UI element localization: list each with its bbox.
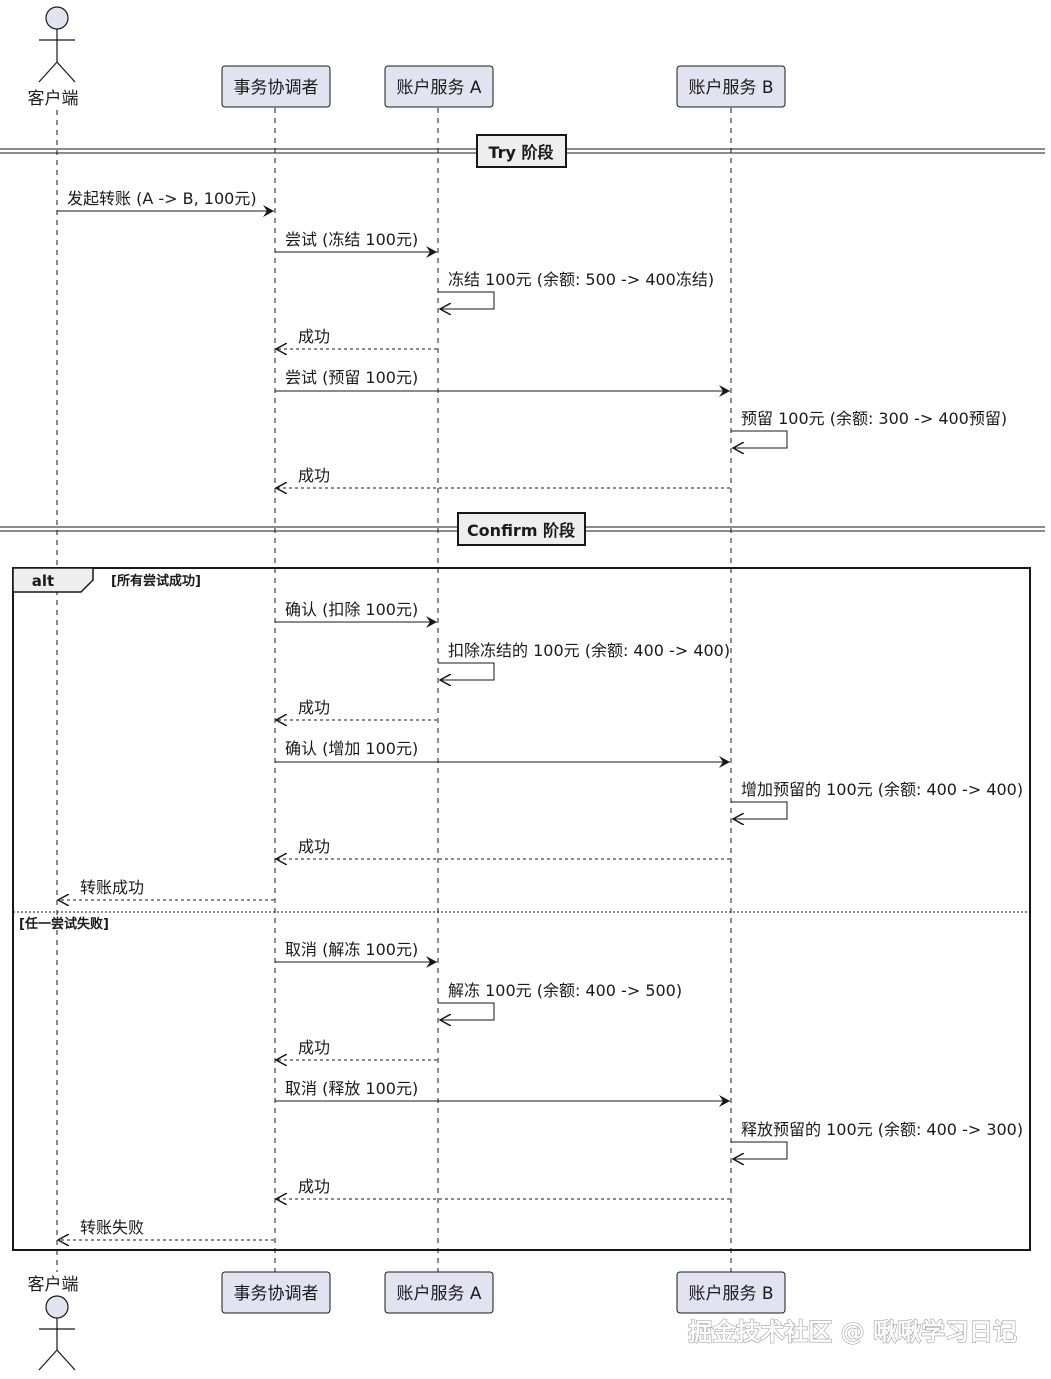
svg-text:确认 (增加 100元): 确认 (增加 100元) [285, 739, 418, 758]
actor-leg-right [56, 1349, 76, 1371]
actor-leg-right [56, 61, 76, 83]
participant-account-b-bottom: 账户服务 B [676, 1271, 786, 1314]
svg-text:确认 (扣除 100元): 确认 (扣除 100元) [285, 600, 418, 619]
participant-account-a-bottom: 账户服务 A [384, 1271, 494, 1314]
alt-fragment: alt [所有尝试成功] [任一尝试失败] [12, 567, 1031, 1251]
message-4-return: 成功 [276, 327, 437, 349]
message-21-return: 转账失败 [58, 1218, 274, 1240]
svg-text:成功: 成功 [298, 1038, 330, 1057]
message-8: 确认 (扣除 100元) [275, 600, 437, 628]
svg-text:成功: 成功 [298, 466, 330, 485]
message-9-self: 扣除冻结的 100元 (余额: 400 -> 400) [438, 641, 730, 680]
svg-text:转账成功: 转账成功 [80, 878, 144, 897]
svg-text:成功: 成功 [298, 837, 330, 856]
message-1: 发起转账 (A -> B, 100元) [57, 189, 274, 217]
alt-keyword: alt [32, 572, 54, 590]
svg-text:取消 (解冻 100元): 取消 (解冻 100元) [285, 940, 418, 959]
svg-text:发起转账 (A -> B, 100元): 发起转账 (A -> B, 100元) [67, 189, 257, 208]
actor-client-bottom [38, 1295, 76, 1371]
actor-head [45, 1295, 69, 1319]
svg-text:成功: 成功 [298, 327, 330, 346]
message-3-self: 冻结 100元 (余额: 500 -> 400冻结) [438, 270, 714, 309]
message-19-self: 释放预留的 100元 (余额: 400 -> 300) [731, 1120, 1023, 1159]
participant-account-a-label-top: 账户服务 A [396, 78, 481, 98]
watermark: 掘金技术社区 @ 啾啾学习日记 [688, 1318, 1017, 1346]
participant-coordinator-label-top: 事务协调者 [234, 78, 319, 98]
svg-text:扣除冻结的 100元 (余额: 400 -> 400): 扣除冻结的 100元 (余额: 400 -> 400) [448, 641, 730, 660]
message-10-return: 成功 [276, 698, 437, 720]
participant-account-b-label-bottom: 账户服务 B [688, 1284, 773, 1304]
divider-try-label: Try 阶段 [488, 143, 554, 162]
actor-leg-left [38, 61, 58, 83]
participant-account-b-top: 账户服务 B [676, 65, 786, 108]
svg-text:尝试 (冻结 100元): 尝试 (冻结 100元) [285, 230, 418, 249]
svg-text:尝试 (预留 100元): 尝试 (预留 100元) [285, 368, 418, 387]
alt-guard-fail: [任一尝试失败] [19, 916, 109, 932]
message-16-self: 解冻 100元 (余额: 400 -> 500) [438, 981, 682, 1020]
divider-confirm-label: Confirm 阶段 [467, 521, 576, 540]
participant-client-label-bottom: 客户端 [28, 1275, 79, 1295]
message-14-return: 转账成功 [58, 878, 274, 900]
actor-head [45, 6, 69, 30]
message-13-return: 成功 [276, 837, 730, 859]
svg-text:冻结 100元 (余额: 500 -> 400冻结): 冻结 100元 (余额: 500 -> 400冻结) [448, 270, 714, 289]
message-15: 取消 (解冻 100元) [275, 940, 437, 968]
message-2: 尝试 (冻结 100元) [275, 230, 437, 258]
divider-confirm: Confirm 阶段 [0, 512, 1045, 546]
message-6-self: 预留 100元 (余额: 300 -> 400预留) [731, 409, 1007, 448]
participant-coordinator-bottom: 事务协调者 [221, 1271, 331, 1314]
actor-leg-left [38, 1349, 58, 1371]
svg-text:成功: 成功 [298, 698, 330, 717]
actor-client-top [38, 6, 76, 83]
message-18: 取消 (释放 100元) [275, 1079, 730, 1107]
participant-account-b-label-top: 账户服务 B [688, 78, 773, 98]
participant-coordinator-top: 事务协调者 [221, 65, 331, 108]
svg-text:解冻 100元 (余额: 400 -> 500): 解冻 100元 (余额: 400 -> 500) [448, 981, 682, 1000]
svg-text:释放预留的 100元 (余额: 400 -> 300): 释放预留的 100元 (余额: 400 -> 300) [741, 1120, 1023, 1139]
svg-text:成功: 成功 [298, 1177, 330, 1196]
participant-account-a-top: 账户服务 A [384, 65, 494, 108]
divider-try: Try 阶段 [0, 134, 1045, 168]
svg-text:增加预留的 100元 (余额: 400 -> 400): 增加预留的 100元 (余额: 400 -> 400) [741, 780, 1023, 799]
svg-text:转账失败: 转账失败 [80, 1218, 144, 1237]
lifelines [56, 108, 732, 1272]
message-12-self: 增加预留的 100元 (余额: 400 -> 400) [731, 780, 1023, 819]
message-5: 尝试 (预留 100元) [275, 368, 730, 397]
alt-guard-success: [所有尝试成功] [111, 573, 201, 589]
message-7-return: 成功 [276, 466, 730, 488]
svg-text:预留 100元 (余额: 300 -> 400预留): 预留 100元 (余额: 300 -> 400预留) [741, 409, 1007, 428]
svg-text:取消 (释放 100元): 取消 (释放 100元) [285, 1079, 418, 1098]
participant-client-label-top: 客户端 [28, 89, 79, 109]
message-20-return: 成功 [276, 1177, 730, 1199]
participant-coordinator-label-bottom: 事务协调者 [234, 1284, 319, 1304]
message-11: 确认 (增加 100元) [275, 739, 730, 768]
message-17-return: 成功 [276, 1038, 437, 1060]
participant-account-a-label-bottom: 账户服务 A [396, 1284, 481, 1304]
